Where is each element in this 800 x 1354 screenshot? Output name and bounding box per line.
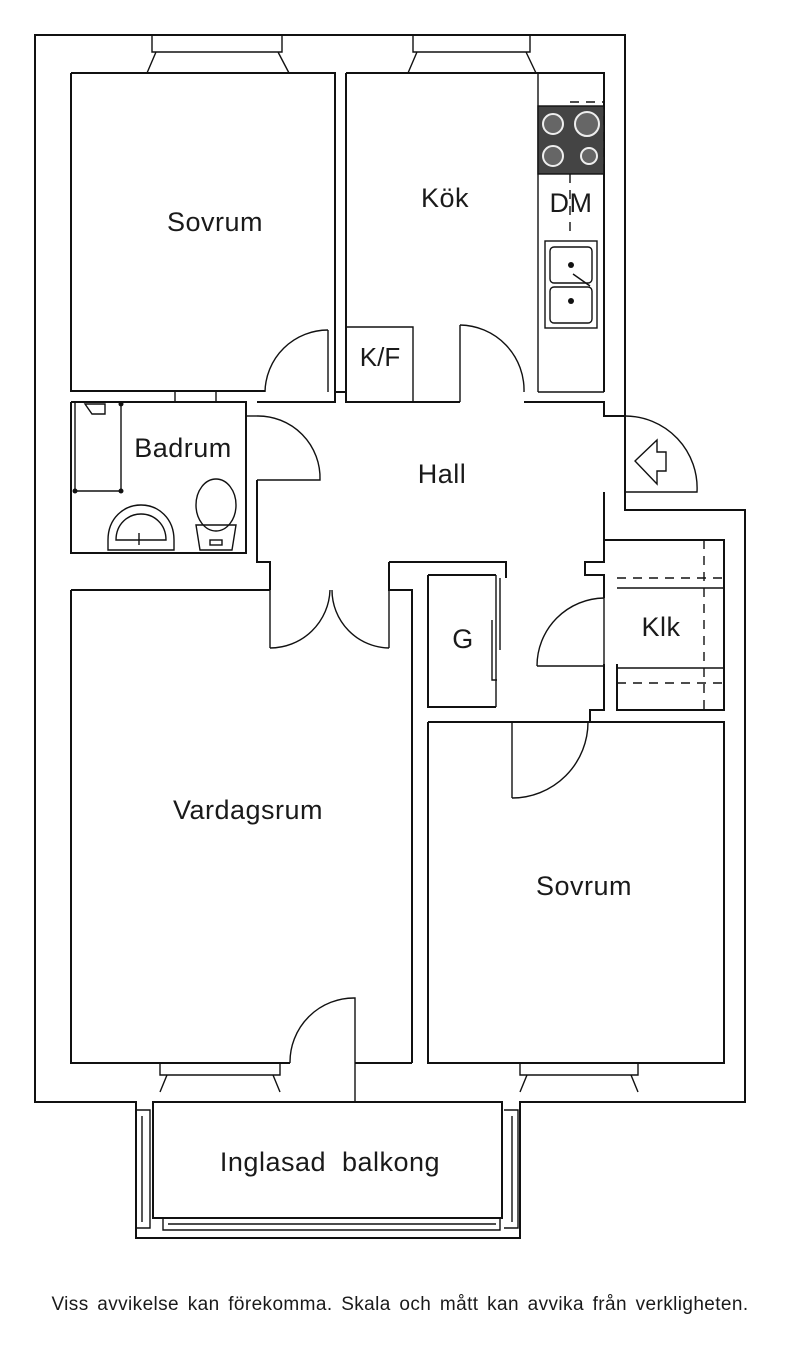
door-kitchen — [459, 324, 525, 402]
disclaimer-text: Viss avvikelse kan förekomma. Skala och … — [51, 1294, 749, 1315]
room-closet — [616, 539, 725, 711]
label-hall: Hall — [418, 459, 467, 489]
room-bathroom — [70, 401, 247, 554]
door-bedroom-bottom — [511, 721, 589, 799]
label-dishwasher: DM — [550, 188, 593, 218]
label-kitchen: Kök — [421, 183, 469, 213]
washbasin-icon — [107, 504, 175, 551]
outer-wall — [34, 34, 746, 1239]
door-entrance — [624, 415, 698, 493]
label-living-room: Vardagsrum — [173, 795, 323, 825]
door-closet — [536, 597, 605, 667]
door-balcony — [289, 997, 356, 1102]
room-balcony — [136, 1101, 519, 1231]
label-wardrobe: G — [452, 624, 474, 654]
room-bedroom-bottom — [427, 721, 725, 1093]
label-bedroom-top: Sovrum — [167, 207, 263, 237]
label-balcony: Inglasad balkong — [220, 1147, 440, 1177]
door-bathroom — [246, 415, 321, 481]
stove-icon — [537, 101, 605, 175]
window-kitchen — [407, 35, 537, 74]
window-bedroom-top — [146, 35, 290, 74]
room-bedroom-top — [70, 72, 336, 403]
room-living — [70, 589, 412, 1093]
toilet-icon — [195, 478, 237, 551]
label-fridge-freezer: K/F — [360, 342, 400, 372]
hall-walls — [256, 391, 625, 1063]
door-living-double — [269, 589, 390, 649]
label-closet: Klk — [641, 612, 680, 642]
door-bedroom-top — [264, 329, 329, 393]
fridge-freezer-icon — [346, 326, 414, 402]
sink-icon — [544, 240, 598, 329]
room-wardrobe — [427, 574, 501, 708]
label-bedroom-bottom: Sovrum — [536, 871, 632, 901]
label-bathroom: Badrum — [134, 433, 232, 463]
